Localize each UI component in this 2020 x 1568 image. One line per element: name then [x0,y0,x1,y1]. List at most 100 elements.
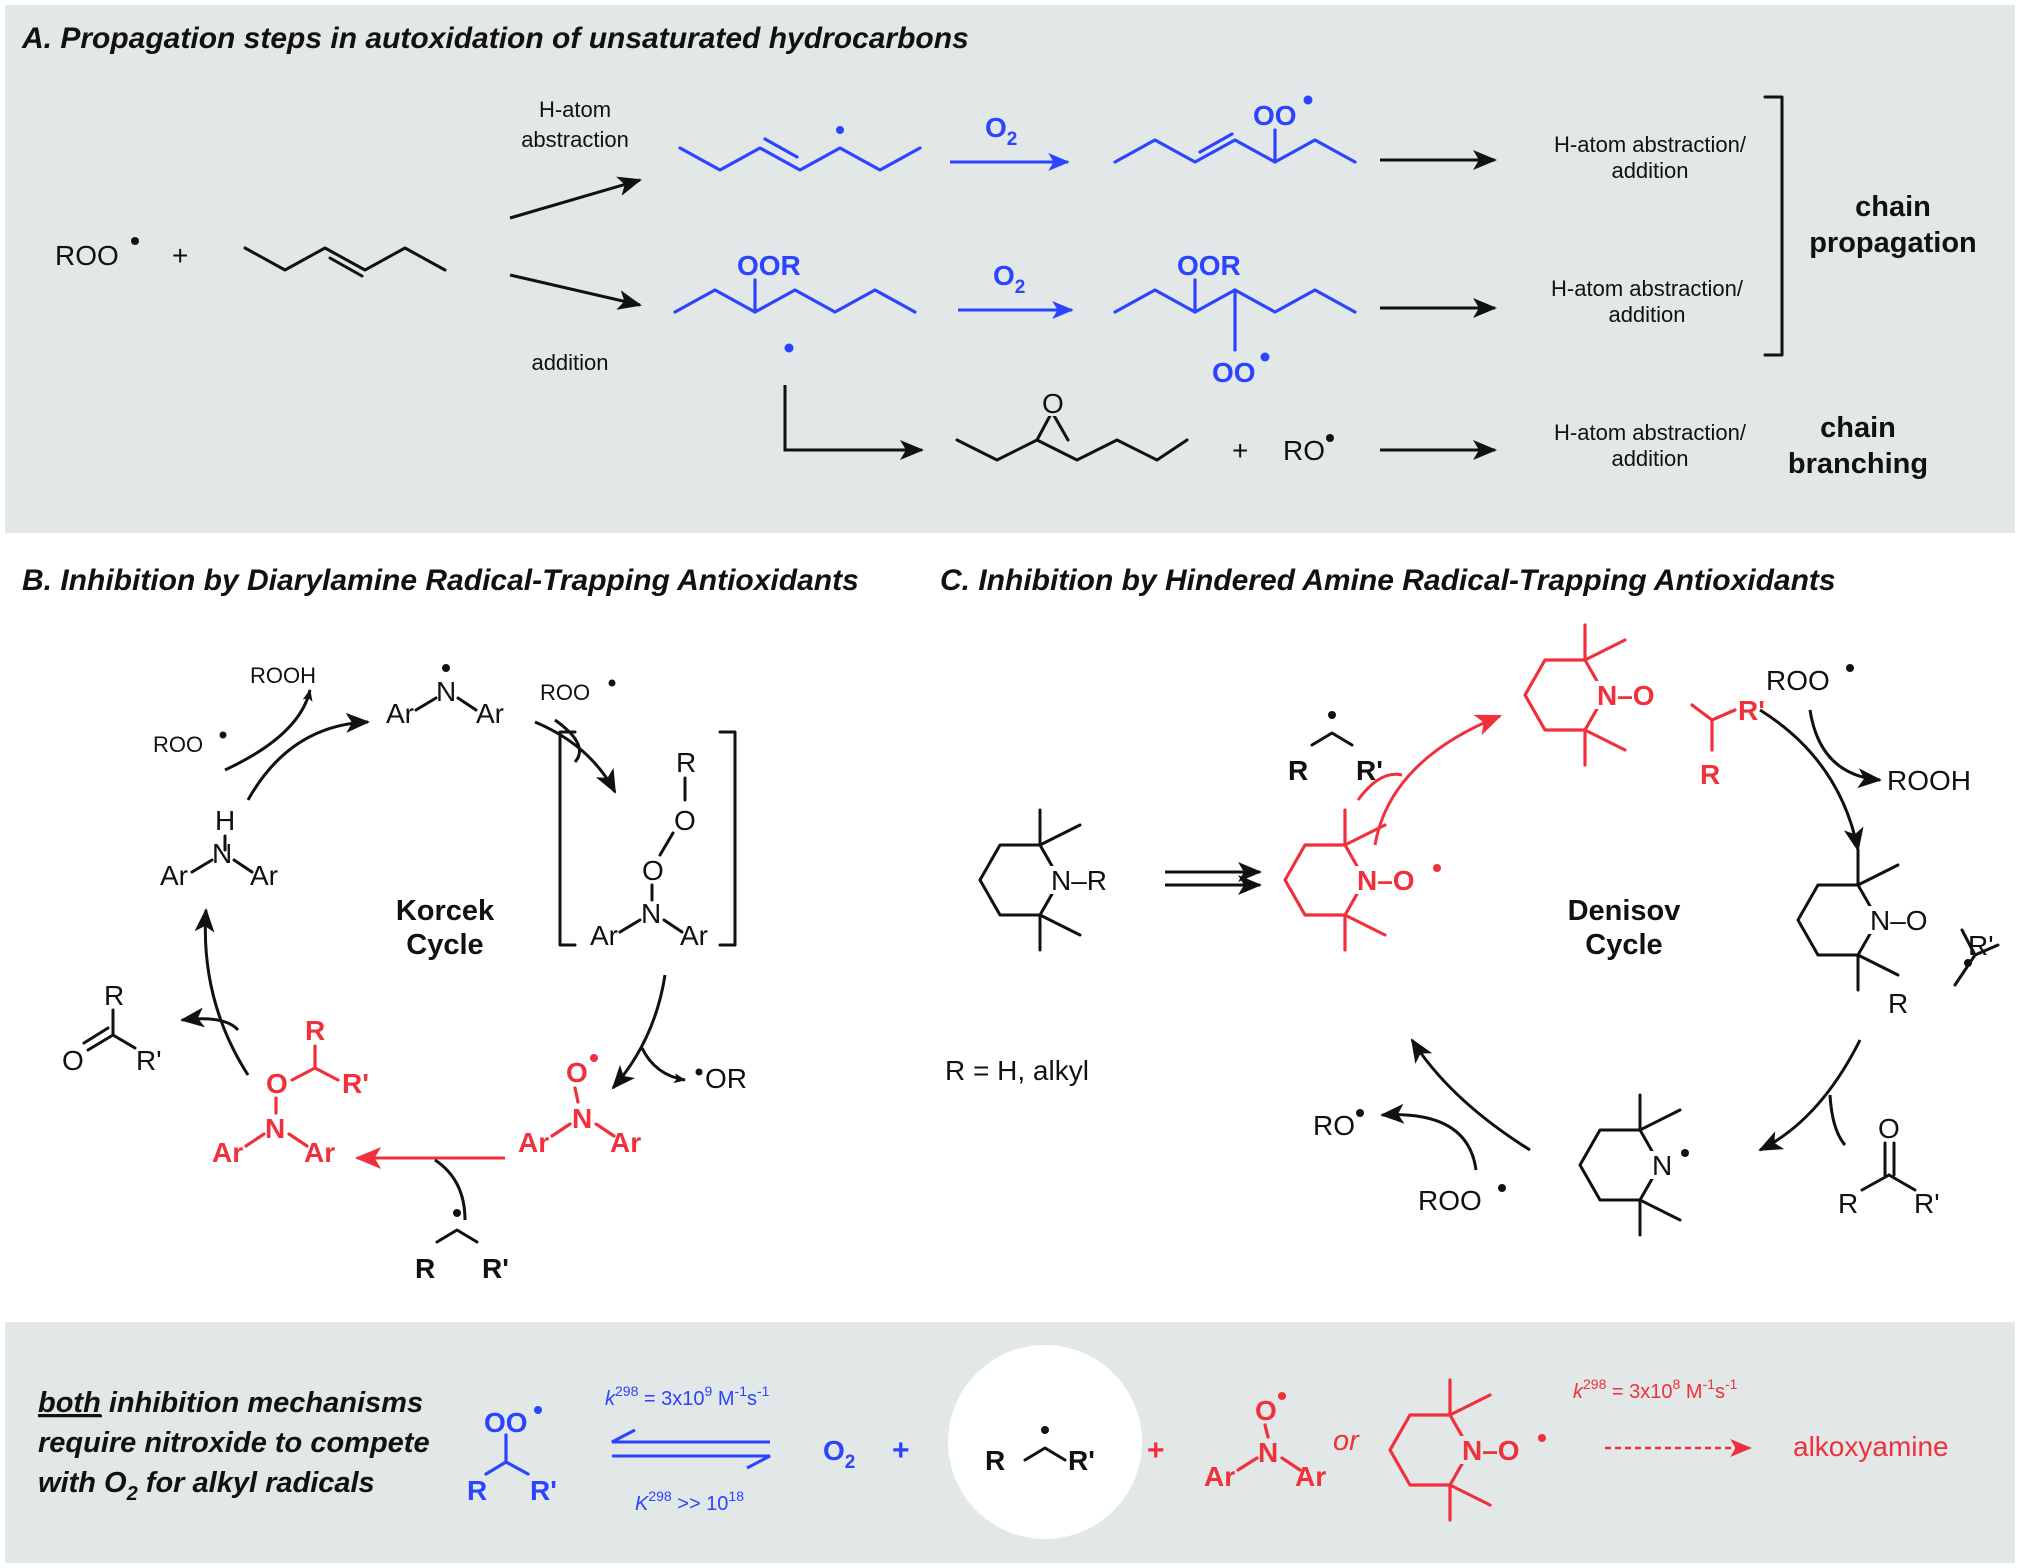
ar-label: Ar [476,698,504,729]
ar-label: Ar [590,920,618,951]
radical-dot [534,1406,542,1414]
bond [190,858,214,874]
intermediate-bracket-right [718,730,737,947]
radical-dot [219,731,227,739]
chain-label: chain [1820,412,1896,444]
addition-label: addition [531,350,608,375]
bond [484,1460,508,1476]
radical-dot [836,126,844,134]
alkyl-radical [1023,1446,1067,1462]
cycle-label-1: Korcek [396,895,495,927]
ar-label: Ar [160,860,188,891]
r-label: R [104,980,124,1011]
epoxide [955,438,1189,462]
alkene-substrate [243,246,447,272]
arrow-alkyl-capture [1356,772,1403,801]
alkene-double-bond [328,256,364,278]
bond [1856,953,1900,977]
radical-dot [784,343,794,353]
nitroxide-ar-label: Ar [610,1127,641,1158]
k-forward-label: k298 = 3x109 M-1s-1 [605,1383,770,1410]
bond [1710,708,1737,722]
abs-add-label-1: H-atom abstraction/ [1551,276,1744,301]
bond [504,1460,530,1476]
no-label: N–O [1870,905,1928,936]
radical-dot [453,1209,461,1217]
cycle-label-2: Cycle [1585,929,1662,961]
bond [658,831,675,857]
allylic-peroxyl-radical [1113,138,1357,164]
bond [1263,1423,1270,1439]
plus-sign: + [172,240,188,271]
arrow-ketone-release [1828,1094,1847,1146]
panel-a: A. Propagation steps in autoxidation of … [5,5,2015,533]
cycle-label-2: Cycle [406,929,483,961]
arrow-nitroxide-trapping [1373,714,1503,846]
ro-label: RO [1313,1110,1355,1141]
bond [111,1033,137,1050]
bond [1887,1173,1917,1192]
bond [1583,728,1627,752]
alkoxyl-radical-label: RO [1283,435,1325,466]
panel-a-background [5,5,2015,533]
radical-dot [1433,864,1441,872]
bond [1690,703,1714,722]
abs-add-label-2: addition [1611,446,1688,471]
alkoxyamine-ring [1523,658,1607,732]
n-mask [1868,906,1893,934]
aminyl-ring [1578,1128,1662,1202]
r-label: R [985,1445,1005,1476]
aminyl-n-label: N [1652,1150,1672,1181]
panel-a-title: A. Propagation steps in autoxidation of … [21,22,969,55]
abs-add-label-2: addition [1608,302,1685,327]
bond [244,1132,266,1148]
n-mask [1595,681,1620,709]
n-mask [1460,1436,1485,1464]
nitroxide-ar-label: Ar [1204,1461,1235,1492]
bond [1038,823,1082,847]
alkoxyamine-o-label: O [266,1068,288,1099]
abs-add-label-2: addition [1611,158,1688,183]
roo-label: ROO [1766,665,1830,696]
nitroxide-n-label: N [1258,1437,1278,1468]
arrow-cycle-to-aminyl [246,712,370,801]
radical-dot [1356,1109,1364,1117]
rooh-label: ROOH [250,663,316,688]
arrow-cycle-to-aminyl [1758,1039,1862,1152]
bond [232,858,254,874]
radical-dot [1681,1149,1689,1157]
bond [1638,1198,1682,1222]
bond [1860,1173,1891,1192]
plus-sign: + [1147,1434,1165,1467]
r-label: R [415,1253,435,1284]
amine-nr-label: N–R [1051,865,1107,896]
arrow-or-release [640,1047,686,1084]
h-label: H [215,805,235,836]
bond [594,1122,616,1138]
intermediate-bracket-left [558,730,577,947]
r-prime-label: R' [482,1253,509,1284]
ar-label: Ar [386,698,414,729]
alkoxyamine-r-label: R [305,1015,325,1046]
equilibrium-arrow-back [612,1454,771,1470]
arrow-cycle-to-nitroxide [1410,1038,1531,1152]
arrow-epoxidation [783,385,924,460]
bond [573,1086,580,1104]
alkoxyamine-r-prime-label: R' [342,1068,369,1099]
roo-label: ROO [540,680,590,705]
allyl-radical [678,146,922,172]
abstraction-label: abstraction [521,127,629,152]
bond [290,1066,317,1082]
bond [1856,863,1900,887]
panel-b: B. Inhibition by Diarylamine Radical-Tra… [22,564,859,1284]
bond [1448,1483,1492,1507]
r-definition: R = H, alkyl [945,1055,1089,1086]
r-label: R [1288,755,1308,786]
product-label: alkoxyamine [1793,1431,1949,1462]
radical-dot [1303,95,1313,105]
n-label: N [436,676,456,707]
abs-add-label-1: H-atom abstraction/ [1554,132,1747,157]
o2-label: O2 [993,260,1025,298]
propagation-bracket [1763,95,1784,357]
bond [1236,1456,1259,1472]
